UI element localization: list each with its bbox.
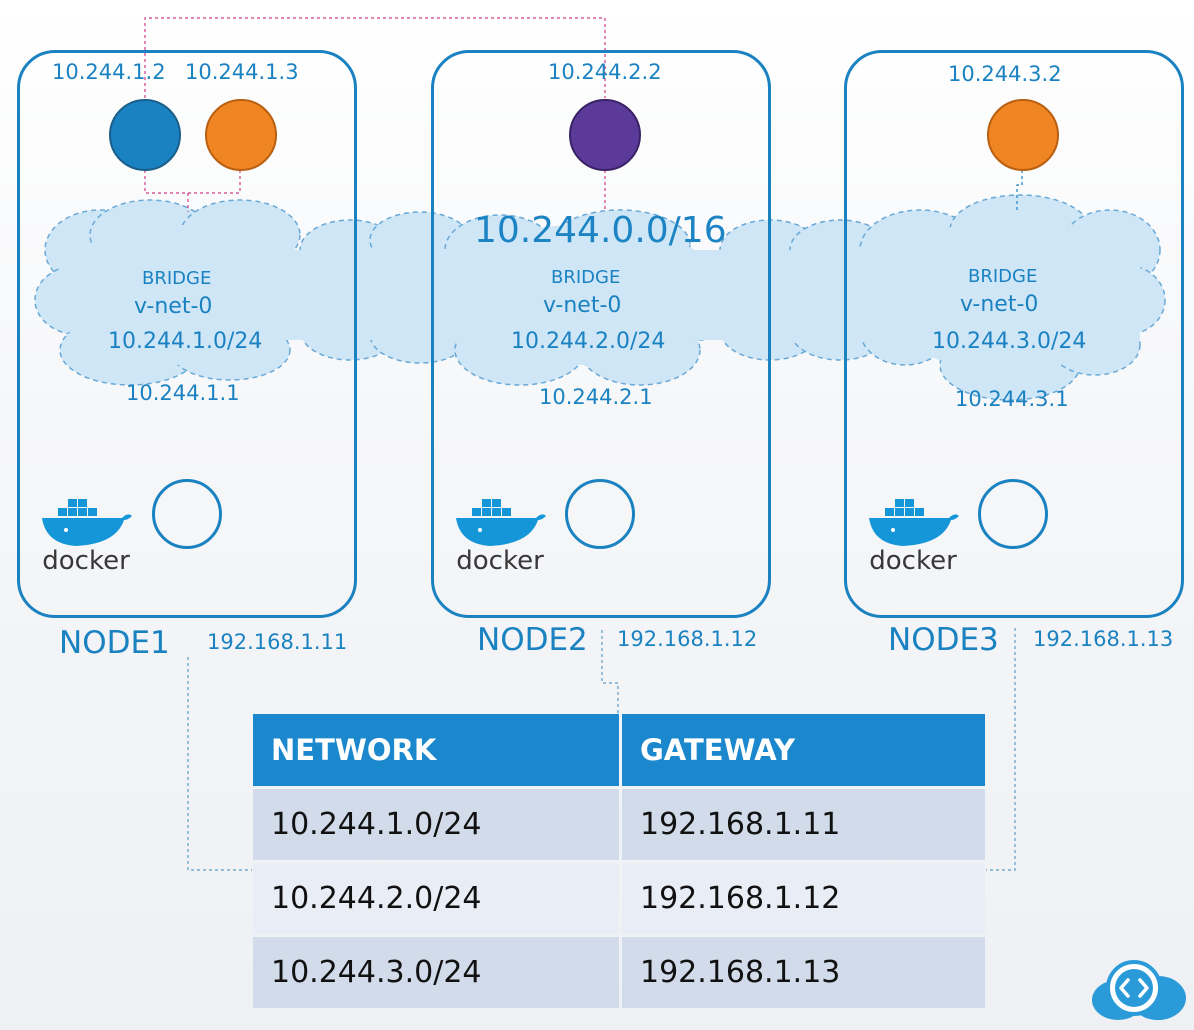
node1-bridge-label: BRIDGE <box>142 268 212 289</box>
node2-box[interactable] <box>431 50 771 618</box>
node1-name: NODE1 <box>59 625 170 661</box>
row-gateway: 192.168.1.13 <box>622 937 985 1008</box>
docker-whale-icon <box>869 499 959 546</box>
pod-link-lines <box>144 17 606 212</box>
route-table-header: NETWORK GATEWAY <box>253 714 985 786</box>
cloud-code-logo-icon <box>1092 960 1186 1020</box>
route-table: NETWORK GATEWAY 10.244.1.0/24 192.168.1.… <box>250 711 988 1011</box>
node1-eth-interface[interactable] <box>152 479 222 549</box>
node3-pod1-ip: 10.244.3.2 <box>948 62 1062 86</box>
table-row[interactable]: 10.244.3.0/24 192.168.1.13 <box>253 937 985 1008</box>
node2-pod1-ip: 10.244.2.2 <box>548 60 662 84</box>
node2-docker: docker <box>450 494 550 580</box>
node1-pod1-ip: 10.244.1.2 <box>52 60 166 84</box>
table-row[interactable]: 10.244.1.0/24 192.168.1.11 <box>253 789 985 860</box>
node1-runtime-label: docker <box>42 546 130 576</box>
node3-pod1[interactable] <box>987 99 1059 171</box>
node3-bridge-subnet: 10.244.3.0/24 <box>932 329 1087 354</box>
overlay-cloud-fill <box>50 220 1150 370</box>
node1-bridge-subnet: 10.244.1.0/24 <box>108 329 263 354</box>
header-gateway: GATEWAY <box>622 714 985 786</box>
router-link-lines <box>187 628 1016 871</box>
node2-runtime-label: docker <box>456 546 544 576</box>
row-gateway: 192.168.1.12 <box>622 863 985 934</box>
node3-eth-interface[interactable] <box>978 479 1048 549</box>
header-network: NETWORK <box>253 714 619 786</box>
node1-pod2-ip: 10.244.1.3 <box>185 60 299 84</box>
docker-whale-icon <box>42 499 132 546</box>
node3-name: NODE3 <box>888 622 999 658</box>
node1-bridge-ip: 10.244.1.1 <box>126 381 240 405</box>
node2-bridge-subnet: 10.244.2.0/24 <box>511 329 666 354</box>
node2-bridge-name: v-net-0 <box>543 293 622 318</box>
node2-eth-interface[interactable] <box>565 479 635 549</box>
node1-host-ip: 192.168.1.11 <box>207 630 348 654</box>
node3-runtime-label: docker <box>869 546 957 576</box>
node1-pod2[interactable] <box>205 99 277 171</box>
node2-name: NODE2 <box>477 622 588 658</box>
table-row[interactable]: 10.244.2.0/24 192.168.1.12 <box>253 863 985 934</box>
node3-box[interactable] <box>844 50 1184 618</box>
node1-docker: docker <box>36 494 136 580</box>
node3-bridge-name: v-net-0 <box>960 292 1039 317</box>
node1-pod1[interactable] <box>109 99 181 171</box>
row-gateway: 192.168.1.11 <box>622 789 985 860</box>
node3-host-ip: 192.168.1.13 <box>1033 627 1174 651</box>
docker-whale-icon <box>456 499 546 546</box>
node2-pod1[interactable] <box>569 99 641 171</box>
node3-pod-link <box>1016 170 1023 210</box>
node1-bridge-name: v-net-0 <box>134 294 213 319</box>
node2-host-ip: 192.168.1.12 <box>617 627 758 651</box>
node1-box[interactable] <box>17 50 357 618</box>
overlay-cidr: 10.244.0.0/16 <box>474 210 727 251</box>
node3-bridge-ip: 10.244.3.1 <box>955 387 1069 411</box>
node2-bridge-label: BRIDGE <box>551 267 621 288</box>
node2-bridge-ip: 10.244.2.1 <box>539 385 653 409</box>
row-network: 10.244.2.0/24 <box>253 863 619 934</box>
node3-docker: docker <box>863 494 963 580</box>
row-network: 10.244.1.0/24 <box>253 789 619 860</box>
row-network: 10.244.3.0/24 <box>253 937 619 1008</box>
node3-bridge-label: BRIDGE <box>968 266 1038 287</box>
